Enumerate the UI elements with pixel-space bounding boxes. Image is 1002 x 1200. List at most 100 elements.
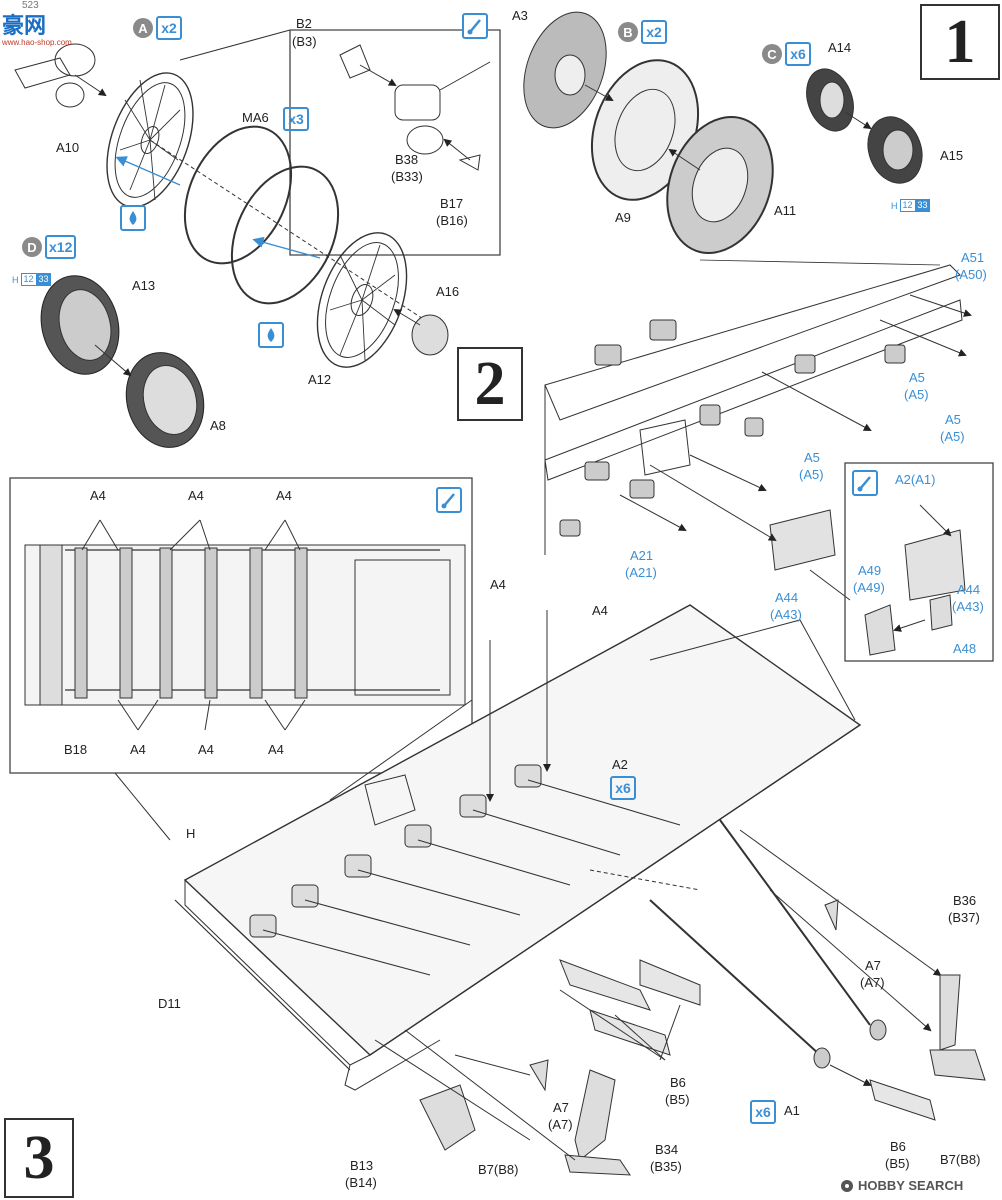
glue-icon <box>462 13 488 39</box>
part-label: A8 <box>210 418 226 433</box>
part-label: A4 <box>490 577 506 592</box>
part-label: B7(B8) <box>940 1152 981 1167</box>
paint-code-tag: H 12 33 <box>12 273 51 286</box>
part-label: A9 <box>615 210 631 225</box>
group-letter-d: D <box>22 237 42 257</box>
part-label: A4 <box>268 742 284 757</box>
part-group-d-badge: D x12 <box>22 235 77 259</box>
part-label: A4 <box>198 742 214 757</box>
a1-quantity-badge: x6 <box>750 1100 776 1124</box>
part-label: (B16) <box>436 213 468 228</box>
part-label: A4 <box>592 603 608 618</box>
part-label: (A21) <box>625 565 657 580</box>
group-letter-a: A <box>133 18 153 38</box>
quantity-a: x2 <box>156 16 182 40</box>
paint-code-2: 33 <box>36 273 51 286</box>
part-label: A1 <box>784 1103 800 1118</box>
part-label: B7(B8) <box>478 1162 519 1177</box>
part-label: (A5) <box>799 467 824 482</box>
part-label: A14 <box>828 40 852 55</box>
part-label: A15 <box>940 148 964 163</box>
quantity-a1: x6 <box>750 1100 776 1124</box>
paint-code-1: 12 <box>20 273 37 286</box>
part-label: A7 <box>553 1100 569 1115</box>
part-label: (A50) <box>955 267 987 282</box>
part-label: A4 <box>130 742 146 757</box>
part-label: B18 <box>64 742 88 757</box>
ma6-quantity-badge: x3 <box>283 107 309 131</box>
watermark-title: 豪网 <box>2 13 47 38</box>
part-label: B6 <box>890 1139 906 1154</box>
step-number-1: 1 <box>920 4 1000 80</box>
part-label: A5 <box>804 450 820 465</box>
quantity-ma6: x3 <box>283 107 309 131</box>
part-label: B6 <box>670 1075 686 1090</box>
cement-drop-icon <box>258 322 284 348</box>
quantity-b: x2 <box>641 20 667 44</box>
part-label: A12 <box>308 372 332 387</box>
part-label: B34 <box>655 1142 679 1157</box>
part-label: (B37) <box>948 910 980 925</box>
part-label: B36 <box>953 893 977 908</box>
part-label: (A49) <box>853 580 885 595</box>
part-group-a-badge: A x2 <box>133 16 182 40</box>
part-label: H <box>186 826 196 841</box>
part-label: A3 <box>512 8 528 23</box>
part-label: MA6 <box>242 110 269 125</box>
part-label: (A43) <box>770 607 802 622</box>
paint-code-1: 12 <box>899 199 916 212</box>
part-label: (A7) <box>860 975 885 990</box>
part-label: (A5) <box>940 429 965 444</box>
site-watermark: 523 豪网 www.hao-shop.com <box>2 0 72 47</box>
part-label: B17 <box>440 196 464 211</box>
watermark-corner: 523 <box>22 0 39 11</box>
part-label: A11 <box>774 203 797 218</box>
part-label: A7 <box>865 958 881 973</box>
part-label: A4 <box>188 488 204 503</box>
part-label: A5 <box>945 412 961 427</box>
glue-icon <box>852 470 878 496</box>
group-letter-c: C <box>762 44 782 64</box>
a2-quantity-badge: x6 <box>610 776 636 800</box>
paint-brand: H <box>12 274 19 285</box>
group-letter-b: B <box>618 22 638 42</box>
part-label: (B14) <box>345 1175 377 1190</box>
part-label: (A7) <box>548 1117 573 1132</box>
part-label: A21 <box>630 548 654 563</box>
cement-drop-icon <box>120 205 146 231</box>
step-number-3: 3 <box>4 1118 74 1198</box>
part-label: A2 <box>612 757 628 772</box>
quantity-d: x12 <box>45 235 77 259</box>
part-label: A49 <box>858 563 882 578</box>
part-label: A44 <box>775 590 799 605</box>
hobby-search-logo-icon <box>841 1179 853 1192</box>
quantity-c: x6 <box>785 42 811 66</box>
paint-brand: H <box>891 200 898 211</box>
step-number-2: 2 <box>457 347 523 421</box>
part-label: D11 <box>158 996 181 1011</box>
part-label: (B35) <box>650 1159 682 1174</box>
part-label: A48 <box>953 641 977 656</box>
part-label: (B3) <box>292 34 317 49</box>
hobby-search-watermark: HOBBY SEARCH <box>840 1178 963 1193</box>
part-label: A10 <box>56 140 80 155</box>
part-label: B13 <box>350 1158 374 1173</box>
part-label: (B5) <box>885 1156 910 1171</box>
part-label: (A43) <box>952 599 984 614</box>
watermark-url: www.hao-shop.com <box>2 38 72 47</box>
part-group-b-badge: B x2 <box>618 20 667 44</box>
part-label: A4 <box>276 488 292 503</box>
paint-code-2: 33 <box>915 199 930 212</box>
part-label: (A5) <box>904 387 929 402</box>
part-label: A44 <box>957 582 981 597</box>
quantity-a2: x6 <box>610 776 636 800</box>
part-label: A2(A1) <box>895 472 936 487</box>
watermark-brand: HOBBY SEARCH <box>858 1178 964 1193</box>
part-label: A51 <box>961 250 985 265</box>
part-label: B38 <box>395 152 419 167</box>
part-group-c-badge: C x6 <box>762 42 811 66</box>
part-label: A4 <box>90 488 106 503</box>
part-label: A16 <box>436 284 460 299</box>
